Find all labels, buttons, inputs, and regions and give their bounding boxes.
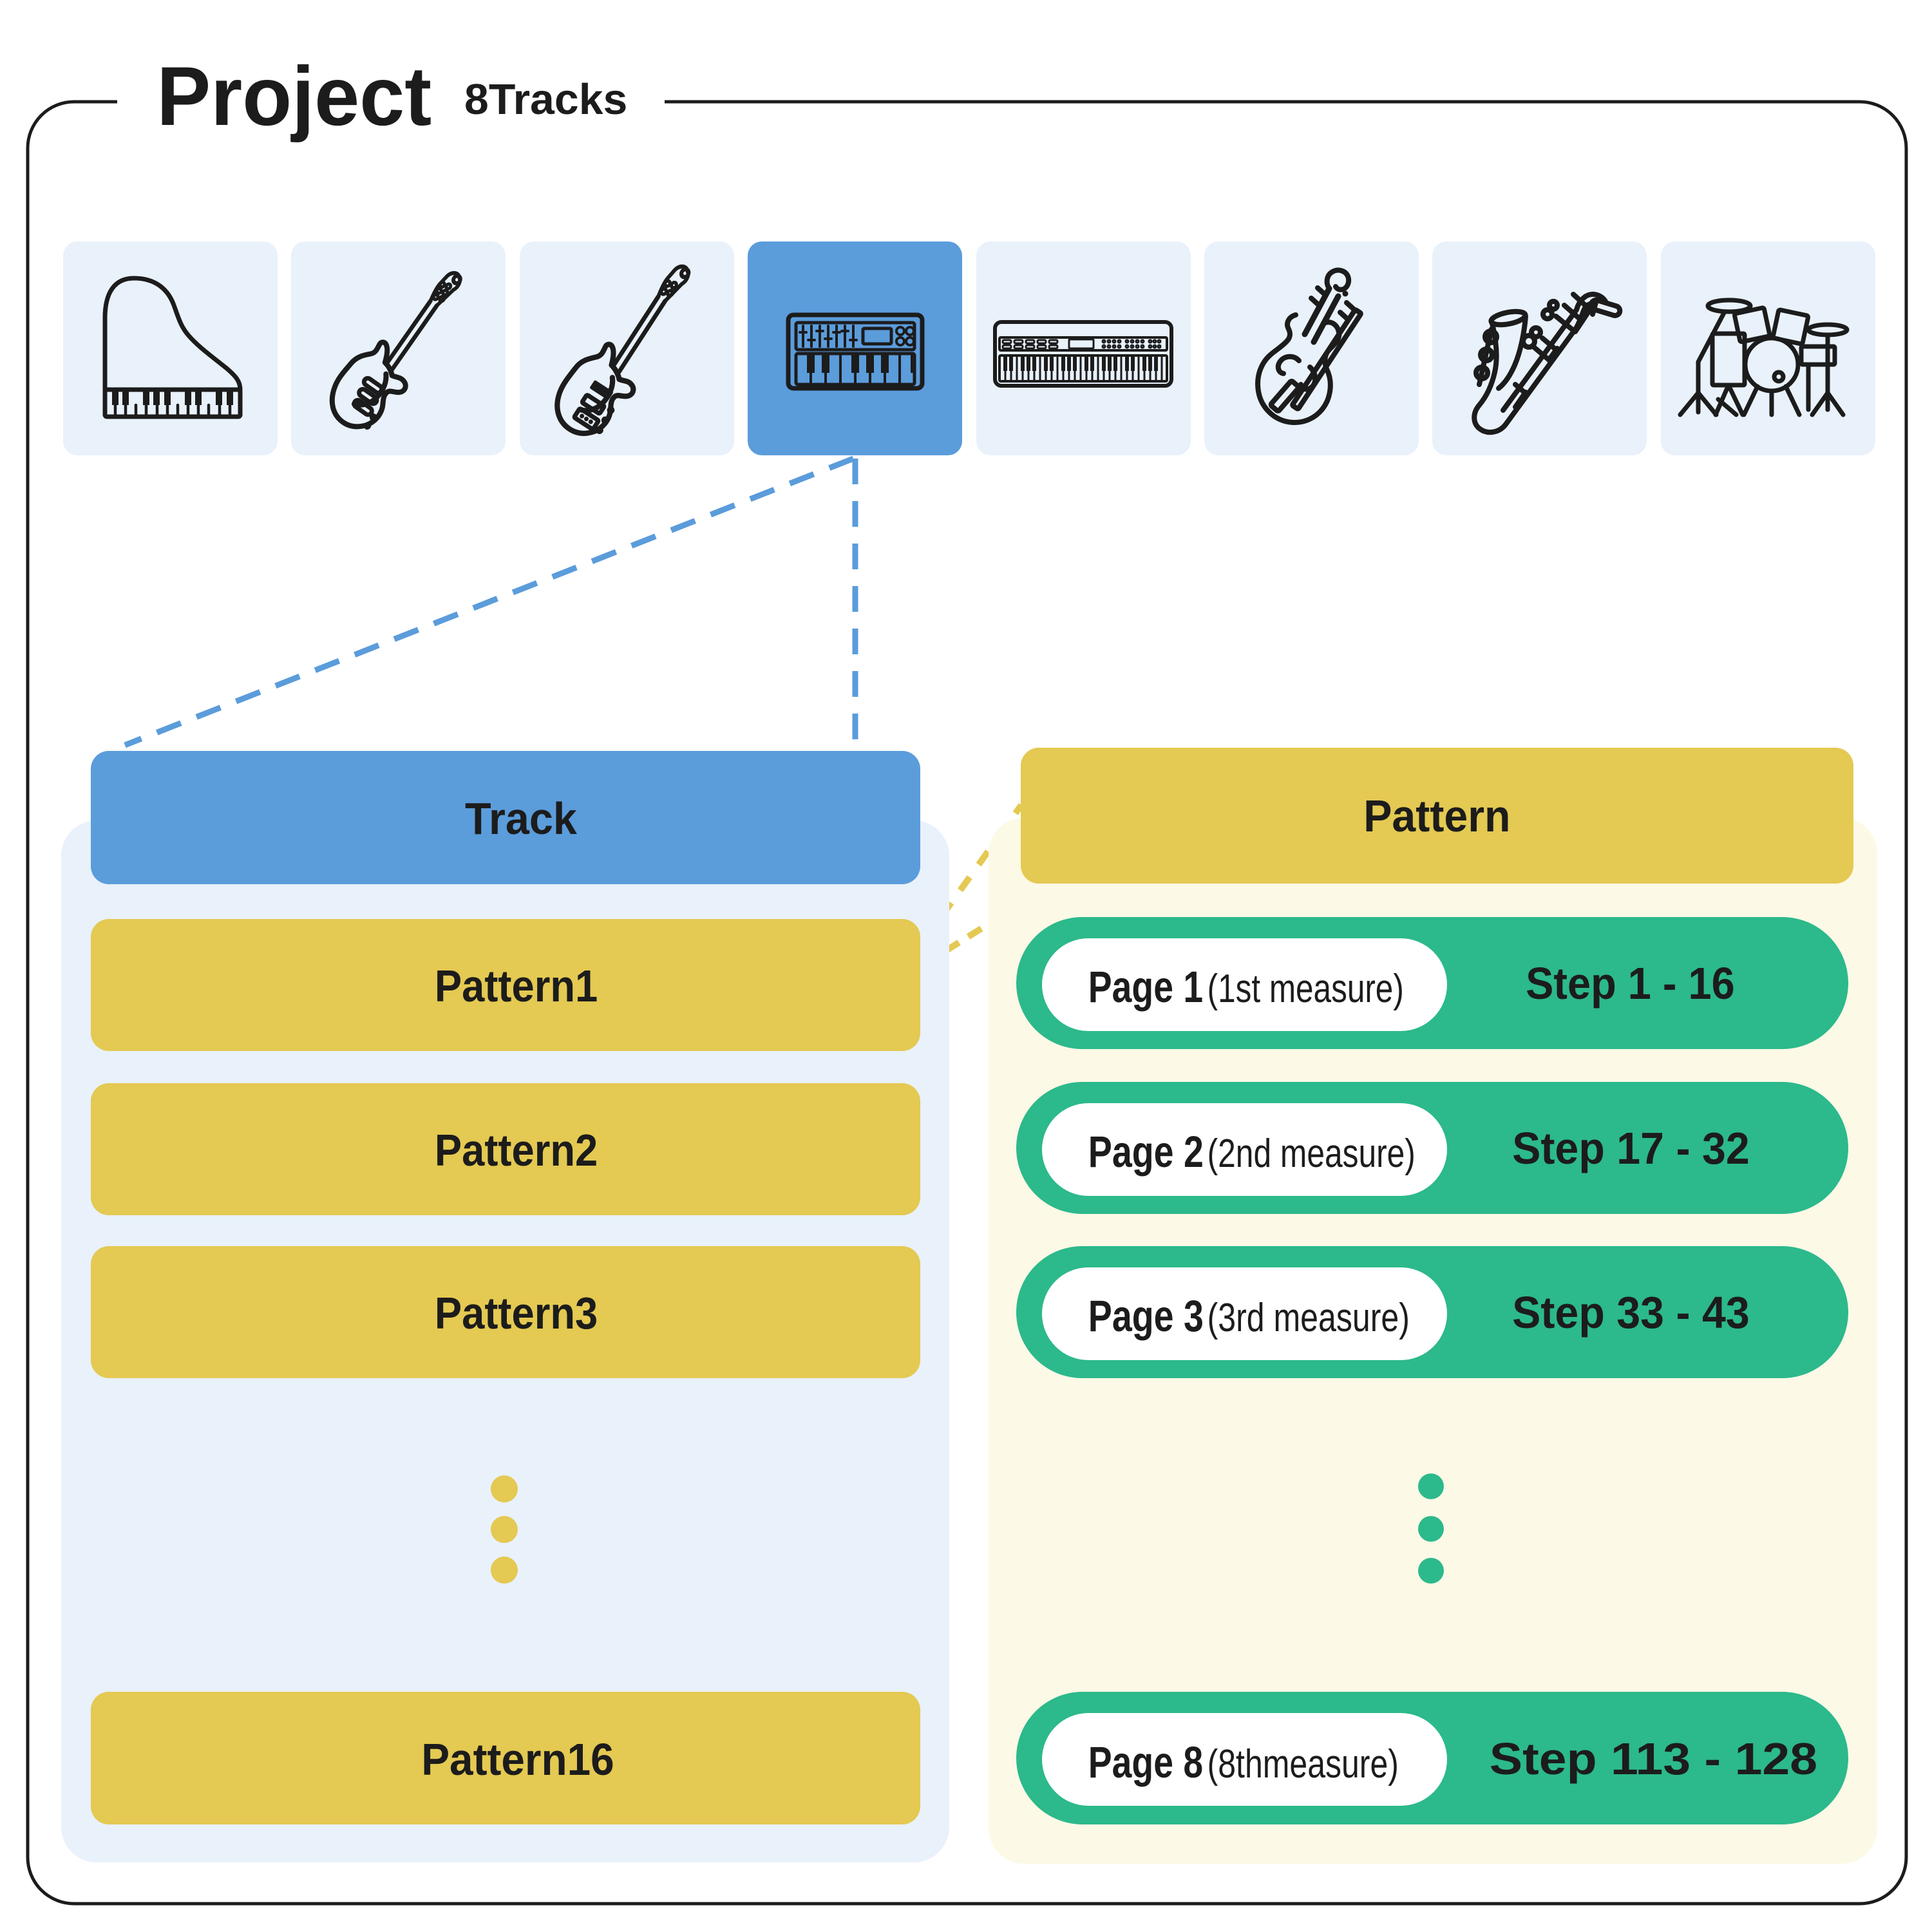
- svg-text:(8thmeasure): (8thmeasure): [1208, 1741, 1399, 1786]
- svg-text:Pattern2: Pattern2: [435, 1126, 598, 1176]
- svg-text:Step 33 - 43: Step 33 - 43: [1512, 1287, 1750, 1338]
- svg-text:Pattern16: Pattern16: [421, 1735, 614, 1785]
- svg-text:(2nd measure): (2nd measure): [1208, 1131, 1416, 1176]
- svg-text:Step 1 - 16: Step 1 - 16: [1526, 959, 1735, 1009]
- svg-text:Page 2: Page 2: [1088, 1127, 1204, 1177]
- svg-text:Step 17 - 32: Step 17 - 32: [1512, 1123, 1750, 1173]
- svg-text:Project: Project: [156, 50, 431, 143]
- svg-text:Page 3: Page 3: [1088, 1291, 1204, 1341]
- svg-text:Pattern1: Pattern1: [435, 961, 598, 1012]
- svg-text:8Tracks: 8Tracks: [464, 75, 627, 123]
- svg-text:Track: Track: [465, 793, 578, 844]
- svg-text:Pattern3: Pattern3: [435, 1289, 598, 1339]
- svg-text:(1st measure): (1st measure): [1208, 966, 1404, 1011]
- svg-text:Page 1: Page 1: [1088, 962, 1203, 1012]
- svg-text:(3rd measure): (3rd measure): [1208, 1295, 1410, 1340]
- svg-text:Pattern: Pattern: [1363, 791, 1510, 841]
- svg-text:Step 113 - 128: Step 113 - 128: [1490, 1733, 1817, 1784]
- svg-text:Page 8: Page 8: [1088, 1738, 1203, 1787]
